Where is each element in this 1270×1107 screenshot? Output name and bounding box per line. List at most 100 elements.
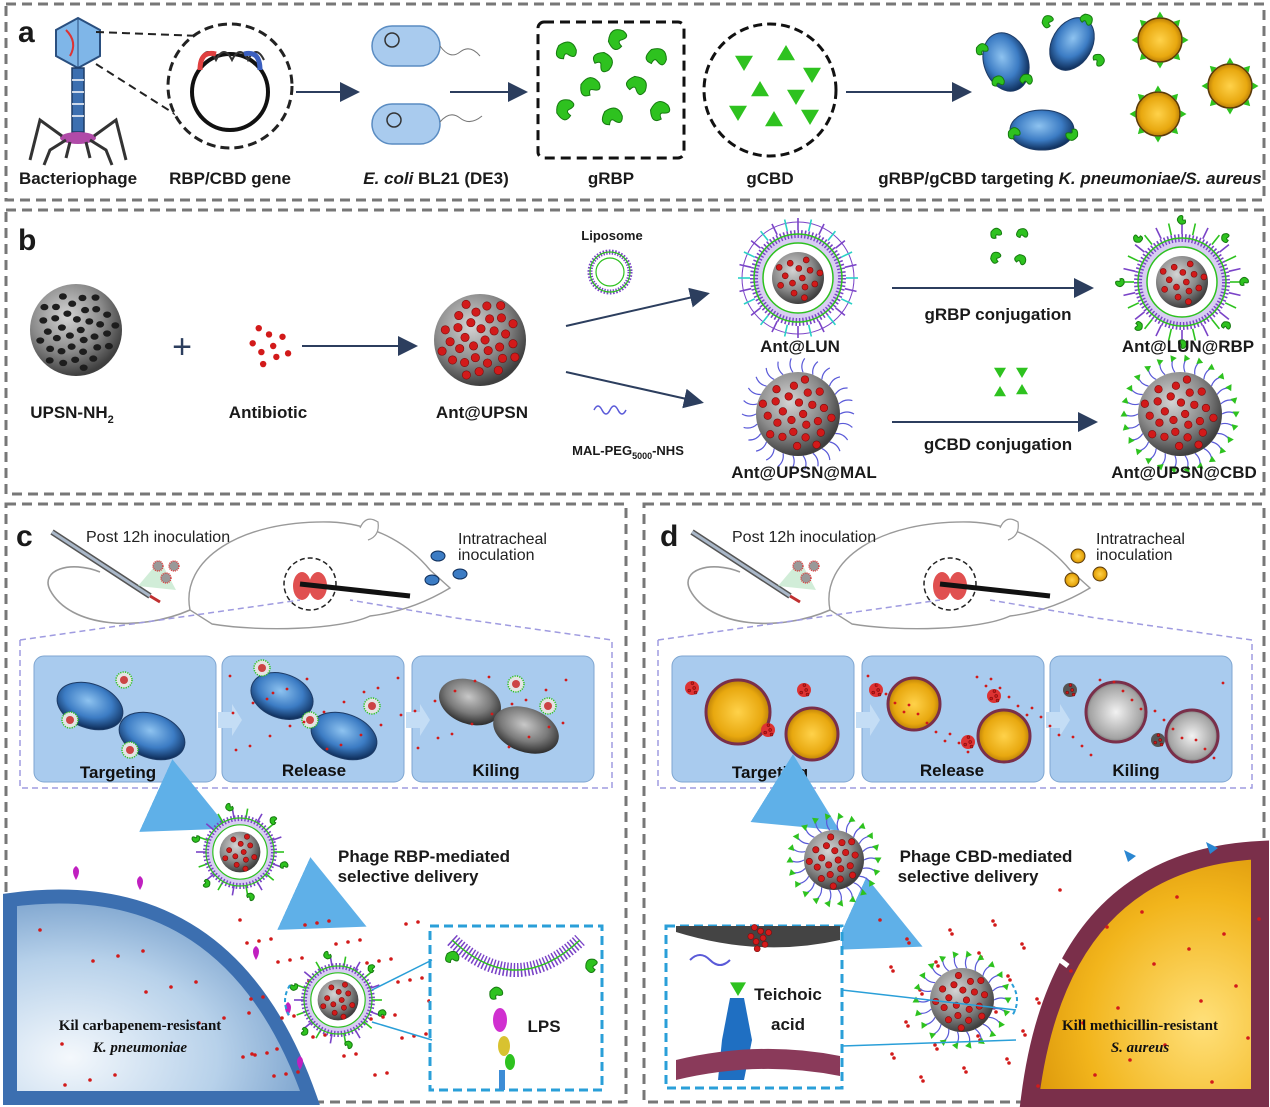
ant-upsn-mal-particle	[741, 358, 855, 470]
cbd-protein	[1252, 82, 1259, 90]
cbd-protein	[1232, 411, 1240, 418]
rbp-protein	[607, 29, 628, 51]
label-teichoic2: acid	[771, 1015, 805, 1034]
cbd-protein	[1156, 463, 1164, 471]
cbd-protein	[1002, 983, 1009, 991]
rbp-protein	[300, 1026, 309, 1036]
label-kill-c2: K. pneumoniae	[92, 1040, 188, 1056]
teichoic-connector-bottom	[841, 1039, 1017, 1047]
cbd-protein	[1137, 93, 1145, 101]
label-ant-upsn-cbd: Ant@UPSN@CBD	[1111, 463, 1257, 482]
label-antibiotic: Antibiotic	[229, 403, 307, 422]
lun-rbp-particle-c2	[284, 950, 387, 1050]
cbd-protein	[1129, 110, 1136, 118]
step-d-release: Release	[920, 761, 984, 780]
rbp-protein	[645, 48, 667, 66]
cbd-protein	[1016, 384, 1028, 395]
teichoic-connector-top	[841, 989, 1017, 1011]
cbd-protein	[1154, 136, 1162, 143]
bacterium	[1009, 109, 1075, 151]
steps-c	[33, 655, 595, 783]
panel-c: c Post 12h inoculation Intratracheal ino…	[3, 502, 628, 1105]
label-mal-peg-base: MAL-PEG	[572, 443, 632, 458]
cbd-protein	[1231, 424, 1239, 431]
label-ecoli-strain: BL21 (DE3)	[413, 169, 508, 188]
bacterium	[982, 32, 1030, 92]
curve-arrow-d1	[750, 754, 840, 831]
cbd-protein	[1156, 11, 1164, 18]
rbp-protein	[269, 816, 278, 826]
cbd-protein	[1243, 65, 1251, 73]
rbp-protein	[592, 52, 613, 73]
cbd-protein	[860, 889, 867, 896]
rbp-protein	[445, 950, 460, 964]
cbd-protein	[1173, 19, 1181, 27]
step-d-killing: Kiling	[1112, 761, 1159, 780]
cbd-protein	[792, 833, 799, 841]
rbp-protein	[202, 878, 211, 888]
rbp-protein	[246, 892, 255, 902]
cbd-protein	[1170, 355, 1177, 363]
rbp-protein	[650, 101, 671, 122]
label-gcbd: gCBD	[746, 169, 793, 188]
cbd-protein	[787, 89, 805, 105]
curve-arrow-d2	[833, 877, 923, 950]
cbd-protein	[913, 983, 921, 991]
rbp-protein	[1176, 215, 1187, 225]
cbd-protein	[1133, 374, 1141, 382]
grbp-conj-proteins	[990, 227, 1029, 266]
label-kill-c1: Kil carbapenem-resistant	[59, 1018, 222, 1034]
cbd-protein	[1208, 455, 1216, 463]
rbp-protein	[585, 958, 598, 973]
panel-d-letter: d	[660, 520, 678, 553]
cbd-protein	[1156, 359, 1164, 366]
rbp-protein	[1016, 228, 1029, 239]
cbd-protein	[801, 109, 819, 125]
label-ant-upsn: Ant@UPSN	[436, 403, 528, 422]
zoom-frame-d-left	[657, 599, 941, 641]
cbd-protein	[1156, 62, 1164, 69]
cbd-protein	[1196, 357, 1204, 365]
cbd-protein	[919, 972, 926, 980]
rbp-protein	[1007, 127, 1021, 140]
cbd-protein	[803, 67, 821, 83]
cbd-protein	[1182, 36, 1189, 44]
upsn-cbd-particle-d2	[912, 950, 1018, 1050]
cbd-protein	[1217, 372, 1225, 380]
label-mal-peg-tail: -NHS	[652, 443, 684, 458]
mal-peg-icon	[593, 405, 627, 415]
cbd-protein	[977, 953, 985, 961]
cbd-protein	[939, 955, 947, 963]
cbd-protein	[872, 844, 879, 851]
rbp-protein	[1065, 128, 1079, 141]
cbd-protein	[1180, 110, 1187, 118]
rbp-protein	[489, 986, 504, 1000]
cbd-protein	[848, 815, 856, 823]
label-ant-upsn-mal: Ant@UPSN@MAL	[731, 463, 877, 482]
cbd-protein	[1226, 108, 1234, 115]
cbd-protein	[812, 817, 819, 825]
cbd-protein	[836, 899, 844, 907]
rbp-protein	[1133, 234, 1144, 243]
cbd-protein	[1139, 19, 1147, 27]
cbd-protein	[1171, 127, 1179, 135]
cbd-protein	[1201, 82, 1208, 90]
rbp-protein	[367, 964, 376, 974]
cbd-protein	[730, 982, 746, 996]
rbp-protein	[991, 75, 1005, 87]
label-upsn-sub: 2	[108, 414, 114, 426]
ant-upsn-cbd-particle	[1120, 354, 1240, 474]
cbd-protein	[1196, 462, 1204, 469]
arrow-b3	[565, 371, 704, 409]
panel-d: d Post 12h inoculation Intratracheal ino…	[642, 502, 1269, 1107]
cbd-protein	[735, 55, 753, 71]
cbd-protein	[795, 880, 802, 888]
cbd-protein	[777, 45, 795, 61]
step-c-release: Release	[282, 761, 346, 780]
rbp-protein	[975, 43, 989, 56]
cbd-protein	[1122, 424, 1130, 431]
label-mal-peg: MAL-PEG5000-NHS	[572, 443, 684, 461]
cbd-protein	[1003, 1009, 1011, 1017]
step-c-targeting: Targeting	[80, 763, 156, 782]
cbd-protein	[1171, 93, 1179, 101]
